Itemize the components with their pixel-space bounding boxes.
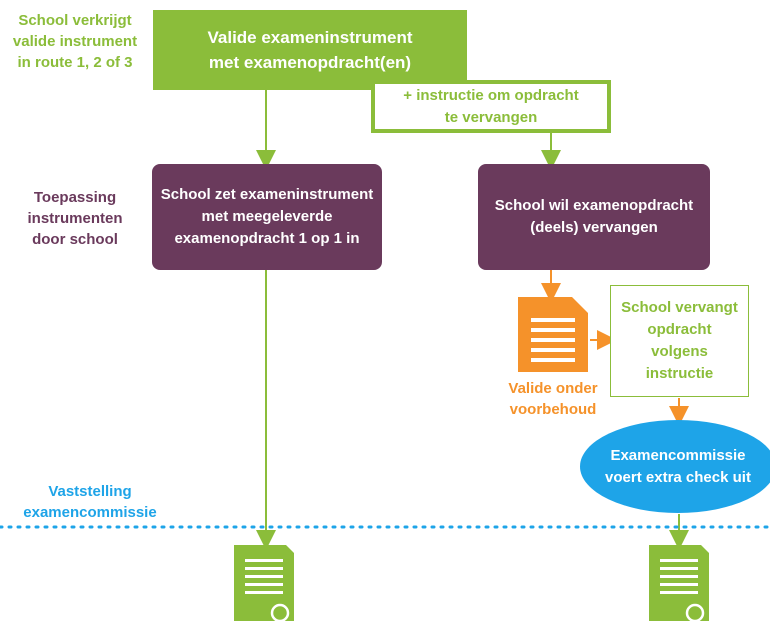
certificate-icon (234, 545, 298, 623)
label-application: Toepassing instrumenten door school (27, 189, 123, 248)
document-icon (518, 297, 588, 372)
label-route: School verkrijgt valide instrument in ro… (12, 12, 138, 71)
box-valid-instrument: Valide exameninstrument met examenopdrac… (153, 10, 467, 90)
certificate-icon (649, 545, 713, 623)
box-school-replaces: School vervangt opdracht volgens instruc… (610, 285, 749, 397)
box-school-uses-instrument: School zet exameninstrument met meegelev… (152, 164, 382, 270)
box-school-wants-replace: School wil examenopdracht (deels) vervan… (478, 164, 710, 270)
label-valid-reservation: Valide onder voorbehoud (508, 380, 598, 418)
box-instruction: + instructie om opdracht te vervangen (371, 80, 611, 133)
label-committee: Vaststelling examencommissie (23, 483, 157, 521)
ellipse-committee-check: Examencommissie voert extra check uit (580, 420, 770, 513)
